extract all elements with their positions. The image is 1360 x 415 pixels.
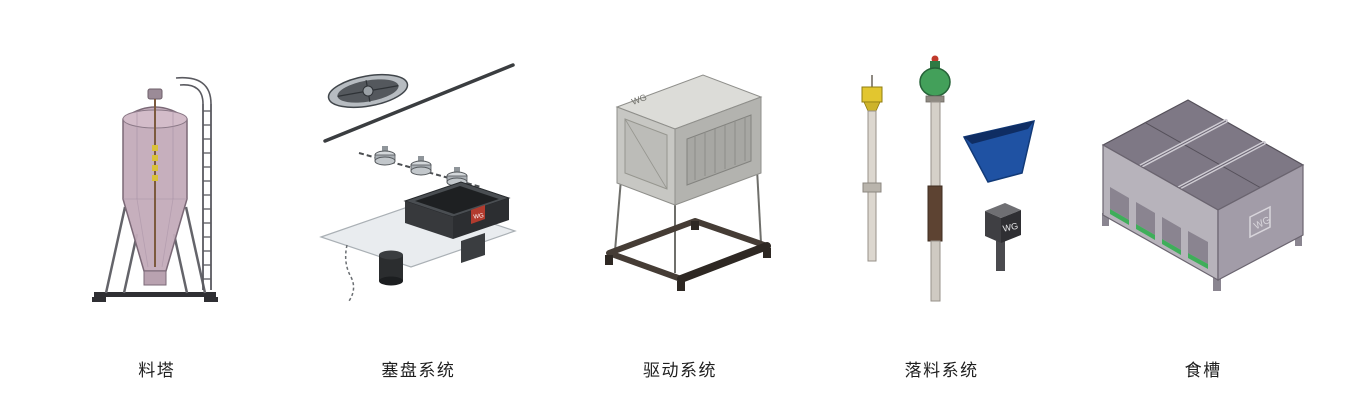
logo-cube: WG xyxy=(984,203,1021,271)
product-card-feed-silo[interactable]: 料塔 xyxy=(26,0,288,415)
feed-pipe-rod xyxy=(323,63,516,143)
wg-logo-red: WG xyxy=(471,205,486,224)
drive-housing: WG xyxy=(615,74,763,206)
product-card-drop-feed-system[interactable]: WG 落料系统 xyxy=(811,0,1073,415)
drop-feed-illustration: WG xyxy=(861,55,1035,302)
product-card-drive-system[interactable]: WG 驱动系统 xyxy=(549,0,811,415)
silo-ladder xyxy=(175,76,212,290)
product-label-feed-silo: 料塔 xyxy=(138,361,176,380)
feeding-slots xyxy=(1110,187,1209,269)
trough-top-rails xyxy=(1139,119,1267,190)
drop-box-assembly: WG xyxy=(319,181,518,302)
drive-system-figure: WG xyxy=(575,28,785,332)
silo-base xyxy=(91,292,218,302)
chain-with-disks xyxy=(359,146,482,188)
feed-trough-illustration: WG xyxy=(1101,99,1305,291)
vent-hatch xyxy=(694,117,746,180)
svg-text:WG: WG xyxy=(473,213,485,221)
feed-trough-figure: WG xyxy=(1078,28,1328,332)
drive-supports xyxy=(613,168,762,273)
silo-body xyxy=(122,88,188,286)
product-card-feed-trough[interactable]: WG 食槽 xyxy=(1072,0,1334,415)
sensor-tube xyxy=(861,75,883,262)
product-label-plug-disk-system: 塞盘系统 xyxy=(381,361,456,380)
wg-logo-trough: WG xyxy=(1249,205,1273,239)
product-label-feed-trough: 食槽 xyxy=(1184,361,1222,380)
feed-silo-illustration xyxy=(91,76,218,302)
plug-disk-illustration: WG xyxy=(319,63,518,302)
silo-legs xyxy=(104,206,207,294)
trough-feet xyxy=(1102,213,1303,291)
base-frame xyxy=(604,218,771,291)
trough-body xyxy=(1101,99,1305,282)
feed-hopper xyxy=(962,120,1035,183)
drive-system-illustration: WG xyxy=(604,74,771,291)
product-label-drive-system: 驱动系统 xyxy=(642,361,717,380)
product-card-plug-disk-system[interactable]: WG 塞盘系统 xyxy=(288,0,550,415)
wg-logo-cube-text: WG xyxy=(1001,221,1018,234)
silo-markings xyxy=(151,145,158,181)
product-label-drop-feed-system: 落料系统 xyxy=(904,361,979,380)
drop-feed-figure: WG xyxy=(842,28,1042,332)
feed-silo-figure xyxy=(82,28,232,332)
feeder-disk xyxy=(328,73,409,109)
plug-disk-figure: WG xyxy=(313,28,523,332)
drive-tube xyxy=(918,55,951,302)
